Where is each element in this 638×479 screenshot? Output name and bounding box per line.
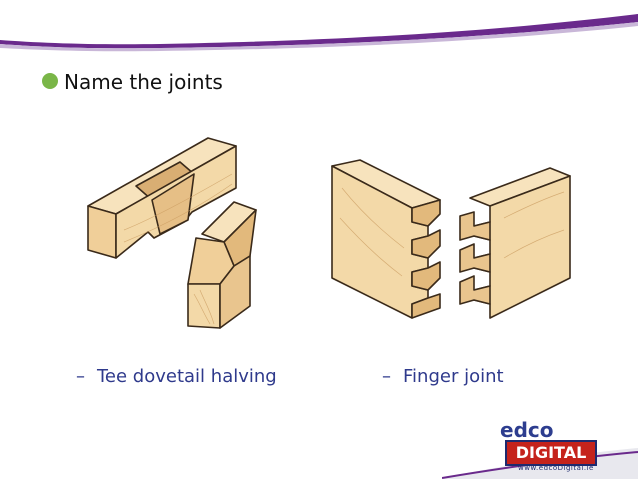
logo-url: www.edcoDigital.ie [518,464,594,472]
caption-text: Finger joint [403,366,504,387]
bullet-text: Name the joints [64,70,223,94]
bullet-dot [42,73,58,89]
finger-joint-illustration [331,159,571,319]
caption-tee-dovetail-halving: –Tee dovetail halving [76,366,277,387]
logo-digital: DIGITAL [505,440,597,466]
header-swoosh [0,0,638,52]
tee-dovetail-halving-illustration [87,137,257,329]
caption-dash: – [76,366,85,387]
caption-dash: – [382,366,391,387]
caption-finger-joint: –Finger joint [382,366,504,387]
caption-text: Tee dovetail halving [97,366,277,387]
logo-edco: edco [500,418,554,442]
